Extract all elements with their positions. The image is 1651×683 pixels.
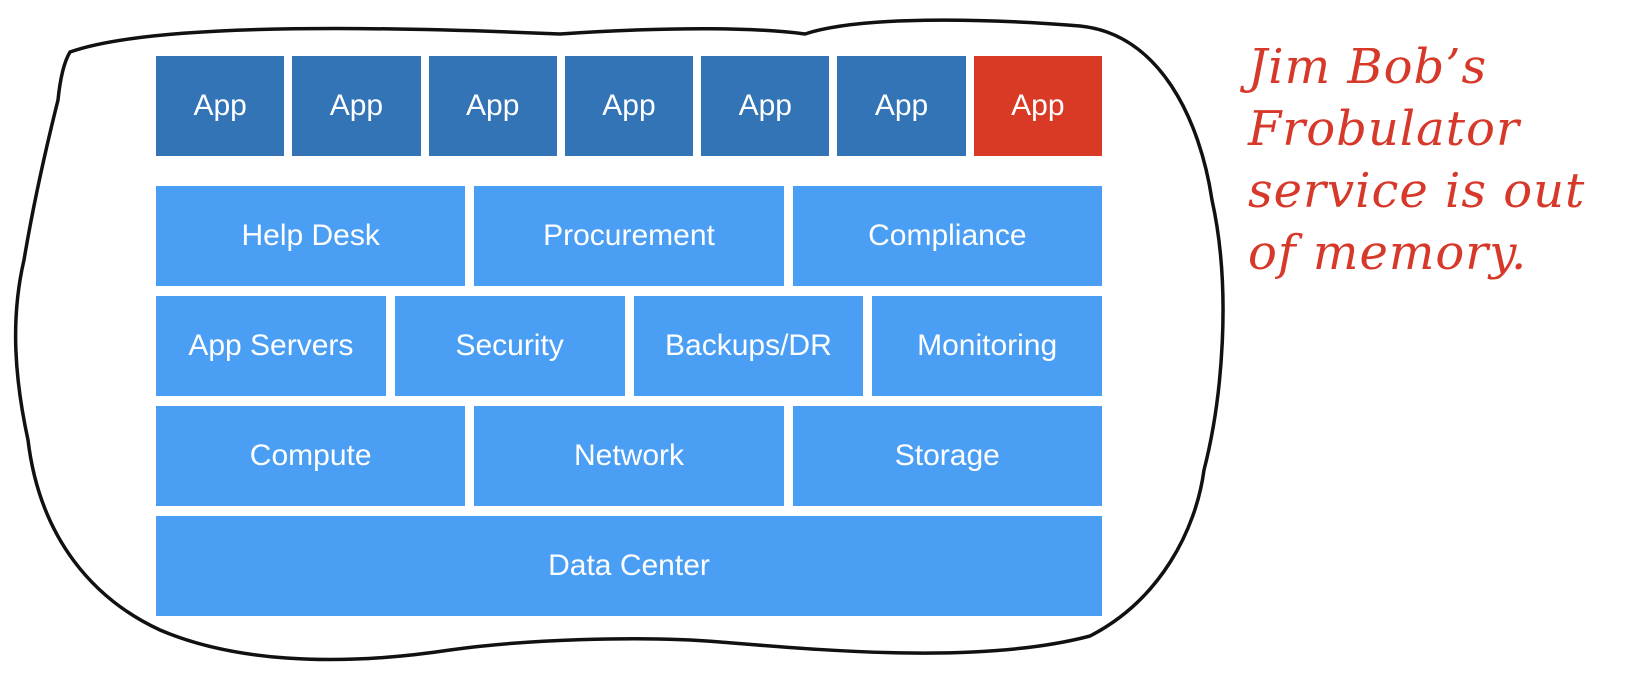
- annotation-line: of memory.: [1248, 225, 1528, 281]
- app-block: App: [428, 56, 557, 156]
- procurement-block: Procurement: [474, 186, 784, 286]
- foundation-row: Data Center: [156, 516, 1102, 616]
- layered-stack-diagram: App App App App App App App Help Desk Pr…: [156, 56, 1102, 626]
- network-block: Network: [474, 406, 784, 506]
- app-block: App: [564, 56, 694, 156]
- annotation-line: Frobulator: [1248, 101, 1520, 157]
- app-servers-block: App Servers: [156, 296, 386, 396]
- app-block: App: [701, 56, 830, 156]
- handwritten-annotation: Jim Bob’s Frobulator service is out of m…: [1248, 36, 1643, 284]
- storage-block: Storage: [792, 406, 1102, 506]
- platform-row: App Servers Security Backups/DR Monitori…: [156, 296, 1102, 396]
- app-block-alert: App: [973, 56, 1102, 156]
- app-block: App: [292, 56, 421, 156]
- app-block: App: [156, 56, 285, 156]
- backups-dr-block: Backups/DR: [633, 296, 864, 396]
- security-block: Security: [394, 296, 625, 396]
- help-desk-block: Help Desk: [156, 186, 466, 286]
- annotation-line: Jim Bob’s: [1248, 39, 1488, 95]
- compliance-block: Compliance: [792, 186, 1102, 286]
- app-row: App App App App App App App: [156, 56, 1102, 156]
- app-block: App: [837, 56, 966, 156]
- data-center-block: Data Center: [156, 516, 1102, 616]
- annotation-line: service is out: [1248, 163, 1586, 219]
- services-row: Help Desk Procurement Compliance: [156, 186, 1102, 286]
- monitoring-block: Monitoring: [872, 296, 1102, 396]
- infrastructure-row: Compute Network Storage: [156, 406, 1102, 506]
- compute-block: Compute: [156, 406, 466, 506]
